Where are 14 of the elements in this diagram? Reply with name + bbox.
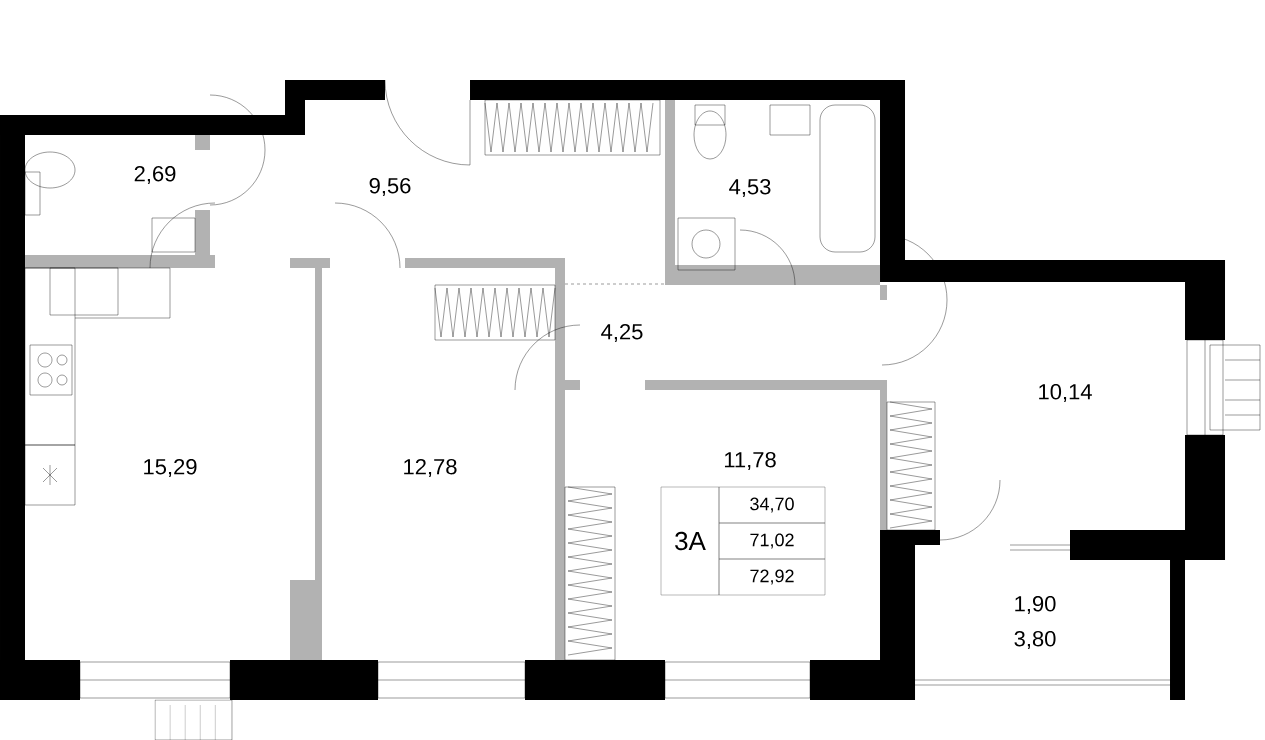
table-cell: 3A — [660, 486, 720, 596]
area-label: 10,14 — [1039, 383, 1092, 403]
area-label: 4,25 — [601, 323, 643, 343]
area-label: 2,69 — [134, 165, 176, 185]
area-label: 9,56 — [369, 177, 411, 197]
area-label: 4,53 — [729, 178, 771, 198]
area-label: 15,29 — [144, 458, 197, 478]
area-label: 11,78 — [725, 451, 776, 471]
area-label: 3,80 — [1014, 630, 1056, 650]
table-cell: 34,70 — [718, 486, 826, 524]
table-cell: 72,92 — [718, 558, 826, 596]
area-label: 1,90 — [1015, 595, 1056, 615]
table-cell: 71,02 — [718, 522, 826, 560]
area-label: 12,78 — [404, 458, 457, 478]
